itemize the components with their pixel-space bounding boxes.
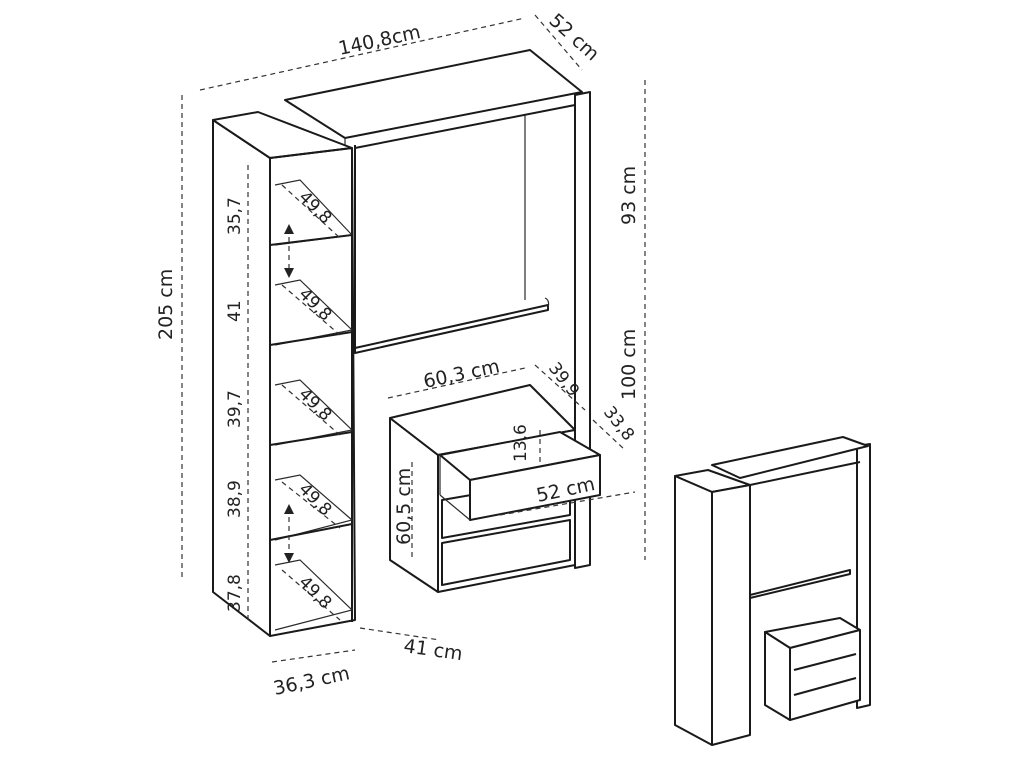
wardrobe-main-drawing: [212, 49, 601, 637]
shelf-height-label: 37,8: [225, 574, 245, 612]
adjustable-shelf-arrow-icon: [284, 224, 294, 563]
lower-drawer: [441, 519, 571, 586]
nightstand-height-label: 60,5 cm: [393, 468, 415, 545]
column-width-label: 36,3 cm: [271, 662, 351, 700]
shelf-depth-label: 49,8: [294, 284, 335, 325]
pulled-drawer-front: [469, 454, 601, 521]
shelf-depth-label: 49,8: [294, 187, 335, 228]
left-column-front: [269, 147, 356, 637]
upper-height-label: 93 cm: [618, 166, 640, 225]
nightstand-side-depth-label: 41 cm: [402, 635, 464, 665]
dimension-lines: [181, 14, 646, 663]
total-height-label: 205 cm: [155, 269, 177, 340]
shelf-height-label: 41: [225, 300, 245, 322]
shelf-depth-label: 49,8: [294, 479, 335, 520]
nightstand-width-label: 60,3 cm: [421, 355, 501, 393]
drawer-depth-label: 33,8: [599, 403, 638, 445]
shelf-height-label: 39,7: [225, 390, 245, 428]
drawer-height-label: 13,6: [511, 424, 531, 462]
shelf-height-label: 38,9: [225, 480, 245, 518]
shelf-height-label: 35,7: [225, 197, 245, 235]
shelf-depth-label: 49,8: [294, 384, 335, 425]
wardrobe-thumbnail: [674, 436, 871, 746]
total-width-label: 140,8cm: [336, 21, 422, 60]
top-panel: [284, 49, 583, 139]
shelf-depth-label: 49,8: [294, 572, 335, 613]
lower-height-label: 100 cm: [618, 329, 640, 400]
hanging-rod: [354, 304, 549, 354]
